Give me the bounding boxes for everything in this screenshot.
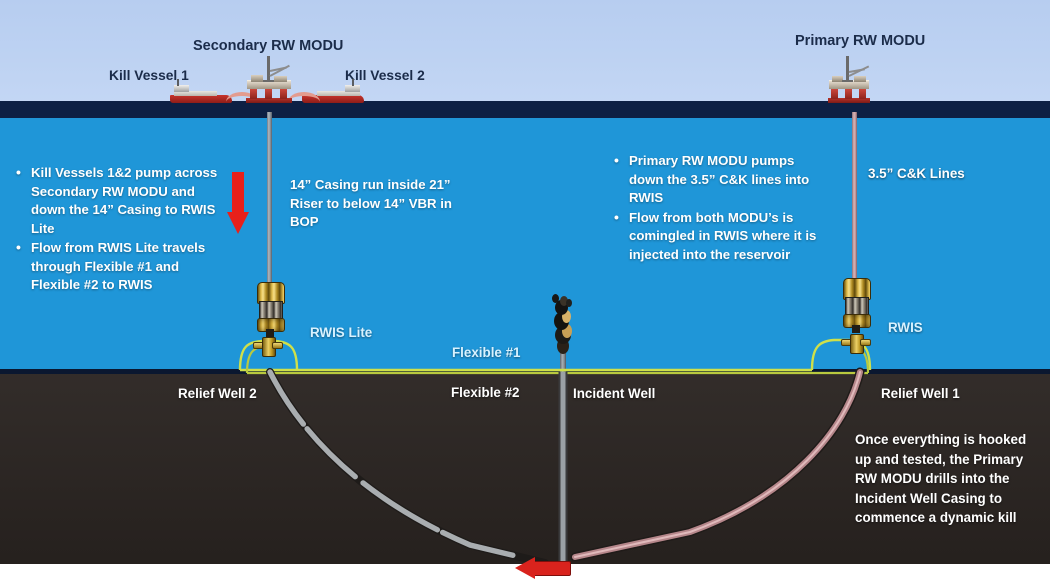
dynamic-kill-note: Once everything is hooked up and tested,… <box>855 432 1027 525</box>
center-casing-note: 14” Casing run inside 21” Riser to below… <box>290 176 465 232</box>
vessel-deck <box>316 91 361 96</box>
flexible-2-label: Flexible #2 <box>451 385 520 400</box>
rwis-label: RWIS <box>888 320 923 335</box>
relief-well-1-label: Relief Well 1 <box>881 386 960 401</box>
module-neck <box>852 325 860 333</box>
rwis-lite-wellhead-tree <box>253 335 283 357</box>
secondary-modu-label: Secondary RW MODU <box>193 38 344 54</box>
ck-lines-string <box>852 112 857 282</box>
rig-module <box>832 76 843 82</box>
tree-arm-right <box>860 339 871 346</box>
vessel-deck <box>173 91 218 96</box>
left-bullet-1: Kill Vessels 1&2 pump across Secondary R… <box>16 163 231 238</box>
module-neck <box>266 329 274 337</box>
rig-column <box>859 88 866 99</box>
kill-vessel-1 <box>170 79 232 103</box>
right-bullet-1: Primary RW MODU pumps down the 3.5” C&K … <box>614 151 824 208</box>
rig-column <box>831 88 838 99</box>
blowout-plume-icon <box>550 292 576 354</box>
module-lower-section <box>843 314 871 328</box>
arrow-shaft <box>531 561 571 576</box>
rig-module <box>854 76 866 82</box>
vessel-superstructure <box>173 85 189 92</box>
primary-modu-label: Primary RW MODU <box>795 33 926 49</box>
rig-column <box>265 88 272 99</box>
rwis-module <box>840 278 872 340</box>
vessel-hull <box>302 95 364 103</box>
rig-column <box>250 88 257 99</box>
arrow-head <box>227 212 249 234</box>
kill-vessel-2-label: Kill Vessel 2 <box>345 68 425 83</box>
reservoir-flow-arrow-left <box>515 557 571 579</box>
rwis-lite-module <box>254 282 286 344</box>
ck-lines-label: 3.5” C&K Lines <box>868 166 965 181</box>
rig-column <box>280 88 287 99</box>
rwis-lite-label: RWIS Lite <box>310 325 373 340</box>
incident-well-riser <box>560 340 566 372</box>
left-callout-bullets: Kill Vessels 1&2 pump across Secondary R… <box>16 163 231 296</box>
vessel-mast <box>177 79 180 86</box>
rig-pontoon <box>246 98 292 103</box>
secondary-rw-modu-rig <box>246 56 292 103</box>
tree-arm-right <box>272 342 283 349</box>
vessel-mast <box>351 79 354 86</box>
sky-band <box>0 0 1050 101</box>
secondary-riser-string <box>267 112 272 302</box>
rig-column <box>845 88 852 99</box>
rig-module <box>274 76 287 82</box>
derrick-icon <box>263 56 274 82</box>
relief-well-2-label: Relief Well 2 <box>178 386 257 401</box>
kill-hose-right <box>288 92 320 102</box>
right-bullet-2: Flow from both MODU’s is comingled in RW… <box>614 208 824 265</box>
kill-vessel-1-label: Kill Vessel 1 <box>109 68 189 83</box>
kill-hose-left <box>226 92 258 102</box>
left-bullet-2: Flow from RWIS Lite travels through Flex… <box>16 238 231 295</box>
right-callout-bullets: Primary RW MODU pumps down the 3.5” C&K … <box>614 151 824 265</box>
primary-rw-modu-rig <box>828 56 870 103</box>
flow-direction-arrow-down <box>227 172 249 234</box>
derrick-icon <box>842 56 853 82</box>
incident-well-label: Incident Well <box>573 386 656 401</box>
module-lower-section <box>257 318 285 332</box>
rig-pontoon <box>828 98 870 103</box>
center-note-text: 14” Casing run inside 21” Riser to below… <box>290 177 452 229</box>
rwis-wellhead-tree <box>841 332 871 354</box>
rig-module <box>251 75 263 82</box>
arrow-shaft <box>232 172 244 214</box>
arrow-head <box>515 557 535 579</box>
vessel-superstructure <box>345 85 361 92</box>
flexible-1-label: Flexible #1 <box>452 345 521 360</box>
kill-vessel-2 <box>302 79 364 103</box>
waterline-band <box>0 101 1050 118</box>
vessel-hull <box>170 95 232 103</box>
